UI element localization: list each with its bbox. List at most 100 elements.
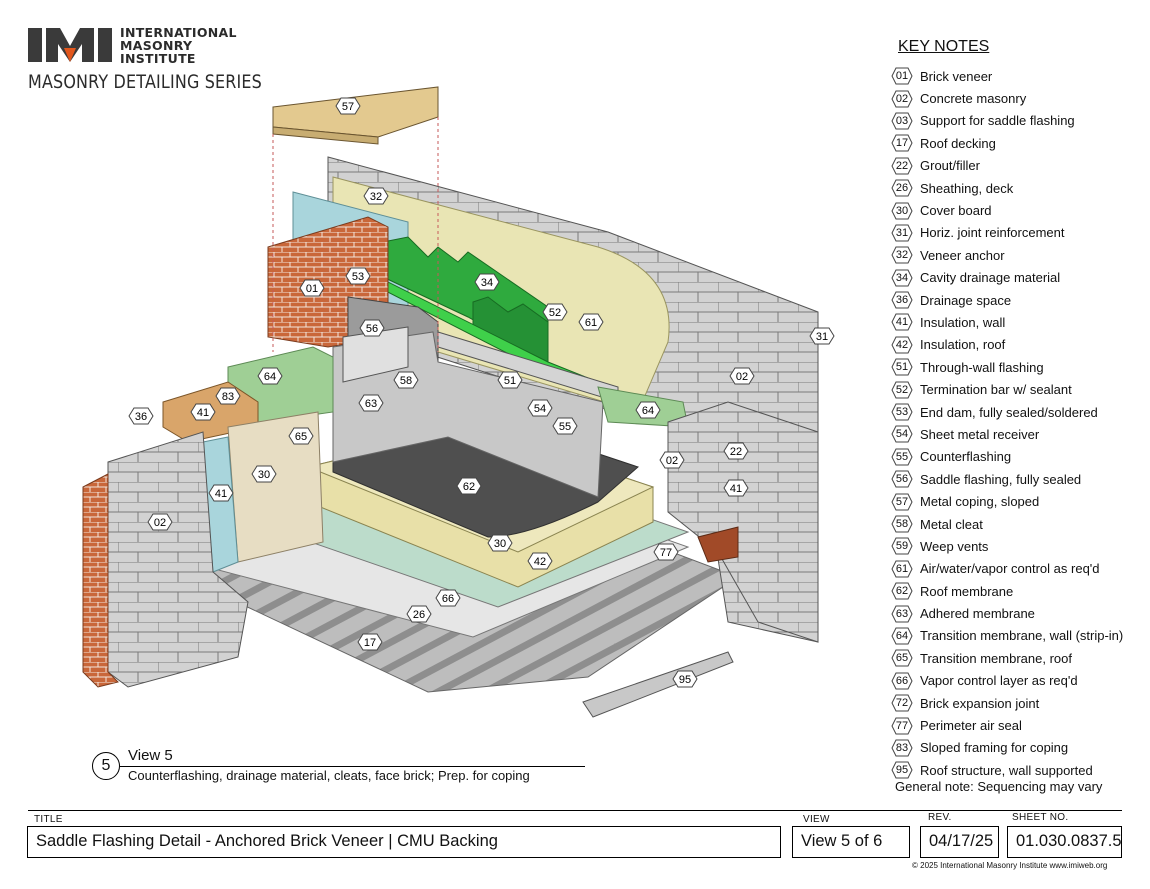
brick-veneer-left xyxy=(82,473,119,688)
svg-text:36: 36 xyxy=(135,411,147,423)
title-label: TITLE xyxy=(34,814,63,825)
hexagon-icon: 36 xyxy=(891,291,913,309)
imi-logo: INTERNATIONAL MASONRY INSTITUTE MASONRY … xyxy=(28,25,262,96)
key-note-number: 56 xyxy=(895,473,909,486)
key-note-number: 72 xyxy=(895,697,909,710)
svg-text:64: 64 xyxy=(642,405,654,417)
isometric-detail-drawing: 57 32 01 53 34 52 61 56 58 31 64 83 41 3… xyxy=(82,86,835,718)
imi-logo-mark-icon xyxy=(28,28,112,62)
hexagon-icon: 01 xyxy=(891,67,913,85)
hexagon-icon: 63 xyxy=(891,605,913,623)
view-title: View 5 xyxy=(128,747,173,764)
metal-cleat xyxy=(342,326,409,383)
callout-30a: 30 xyxy=(251,465,277,483)
callout-66: 66 xyxy=(435,589,461,607)
key-note-item: 41 Insulation, wall xyxy=(891,311,1146,333)
svg-text:65: 65 xyxy=(295,431,307,443)
key-note-label: Metal coping, sloped xyxy=(920,494,1040,510)
coping-projection-lines xyxy=(272,117,439,352)
key-note-label: Veneer anchor xyxy=(920,247,1005,263)
svg-text:17: 17 xyxy=(364,637,376,649)
svg-text:01: 01 xyxy=(306,283,318,295)
key-note-item: 66 Vapor control layer as req'd xyxy=(891,670,1146,692)
hexagon-icon: 42 xyxy=(891,336,913,354)
view-description: Counterflashing, drainage material, clea… xyxy=(128,768,530,783)
hexagon-icon: 41 xyxy=(891,313,913,331)
svg-text:32: 32 xyxy=(370,191,382,203)
key-note-label: Air/water/vapor control as req'd xyxy=(920,561,1100,577)
svg-text:66: 66 xyxy=(442,593,454,605)
key-note-number: 77 xyxy=(895,719,909,732)
hexagon-icon: 59 xyxy=(891,537,913,555)
hexagon-icon: 34 xyxy=(891,269,913,287)
key-note-number: 26 xyxy=(895,182,909,195)
callout-53: 53 xyxy=(345,267,371,285)
hexagon-icon: 61 xyxy=(891,560,913,578)
key-note-label: Cavity drainage material xyxy=(920,270,1061,286)
key-note-label: Saddle flashing, fully sealed xyxy=(920,471,1082,487)
key-note-number: 36 xyxy=(895,294,909,307)
key-note-number: 31 xyxy=(895,226,909,239)
key-note-label: Weep vents xyxy=(920,538,989,554)
hexagon-icon: 17 xyxy=(891,134,913,152)
key-note-number: 42 xyxy=(895,338,909,351)
callout-64a: 64 xyxy=(257,367,283,385)
sheet-label: SHEET NO. xyxy=(1012,812,1069,823)
hexagon-icon: 95 xyxy=(891,761,913,779)
svg-text:77: 77 xyxy=(660,547,672,559)
roof-structure-angle xyxy=(582,651,734,718)
hexagon-icon: 58 xyxy=(891,515,913,533)
callout-31: 31 xyxy=(809,327,835,345)
svg-text:54: 54 xyxy=(534,403,546,415)
svg-text:41: 41 xyxy=(730,483,742,495)
key-note-label: Grout/filler xyxy=(920,158,980,174)
key-note-number: 41 xyxy=(895,316,909,329)
key-note-item: 95 Roof structure, wall supported xyxy=(891,759,1146,781)
svg-text:26: 26 xyxy=(413,609,425,621)
key-note-number: 54 xyxy=(895,428,909,441)
svg-text:02: 02 xyxy=(666,455,678,467)
key-note-label: Termination bar w/ sealant xyxy=(920,382,1072,398)
svg-text:51: 51 xyxy=(504,375,516,387)
hexagon-icon: 65 xyxy=(891,649,913,667)
key-note-number: 17 xyxy=(895,137,909,150)
key-note-number: 65 xyxy=(895,652,909,665)
key-note-label: Roof membrane xyxy=(920,583,1014,599)
key-note-item: 52 Termination bar w/ sealant xyxy=(891,378,1146,400)
callout-77: 77 xyxy=(653,543,679,561)
org-name: INTERNATIONAL MASONRY INSTITUTE xyxy=(120,25,237,66)
callout-32: 32 xyxy=(363,187,389,205)
callout-26: 26 xyxy=(406,605,432,623)
key-note-label: End dam, fully sealed/soldered xyxy=(920,404,1098,420)
key-note-number: 63 xyxy=(895,607,909,620)
rev-label: REV. xyxy=(928,812,952,823)
svg-text:42: 42 xyxy=(534,556,546,568)
svg-text:95: 95 xyxy=(679,674,691,686)
callout-95: 95 xyxy=(672,670,698,688)
key-note-label: Roof structure, wall supported xyxy=(920,762,1093,778)
key-note-label: Vapor control layer as req'd xyxy=(920,673,1078,689)
hexagon-icon: 22 xyxy=(891,157,913,175)
callout-42: 42 xyxy=(527,552,553,570)
key-note-number: 66 xyxy=(895,674,909,687)
callout-64b: 64 xyxy=(635,401,661,419)
svg-text:30: 30 xyxy=(258,469,270,481)
callout-57: 57 xyxy=(335,97,361,115)
key-note-number: 52 xyxy=(895,383,909,396)
callout-55: 55 xyxy=(552,417,578,435)
callout-65: 65 xyxy=(288,427,314,445)
callout-41a: 41 xyxy=(190,403,216,421)
copyright: © 2025 International Masonry Institute w… xyxy=(912,861,1108,870)
key-note-label: Insulation, wall xyxy=(920,314,1006,330)
